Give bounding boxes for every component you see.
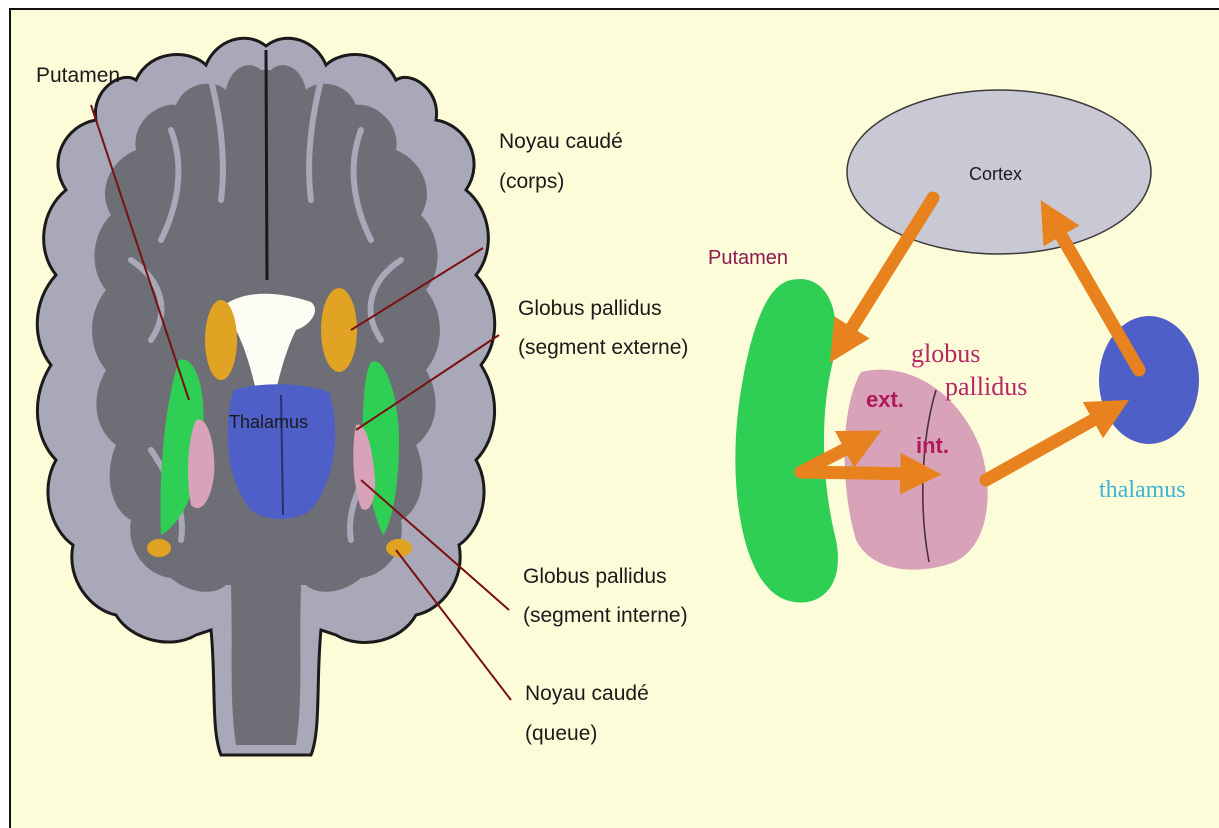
- figure-frame: Putamen Noyau caudé (corps) Globus palli…: [9, 8, 1219, 828]
- label-ext: ext.: [866, 387, 904, 412]
- arrow-thalamus-to-cortex: [1051, 218, 1139, 370]
- arrow-int-to-thalamus: [986, 410, 1111, 480]
- label-int: int.: [916, 433, 949, 458]
- label-noyau-caude-queue: Noyau caudé: [525, 682, 649, 705]
- label-gp-externe: Globus pallidus: [518, 297, 662, 320]
- caudate-tail-left: [147, 539, 171, 557]
- caudate-body-left: [205, 300, 237, 380]
- label-pallidus: pallidus: [945, 372, 1027, 401]
- arrow-putamen-to-int: [801, 472, 921, 474]
- label-noyau-caude-corps-sub: (corps): [499, 170, 564, 193]
- label-putamen-left: Putamen: [36, 64, 120, 87]
- label-cortex: Cortex: [969, 164, 1022, 184]
- label-globus: globus: [911, 339, 980, 368]
- label-noyau-caude-corps: Noyau caudé: [499, 130, 623, 153]
- label-thalamus-left: Thalamus: [229, 412, 308, 432]
- label-noyau-caude-queue-sub: (queue): [525, 722, 597, 745]
- label-putamen-right: Putamen: [708, 247, 788, 269]
- label-gp-interne: Globus pallidus: [523, 565, 667, 588]
- label-gp-interne-sub: (segment interne): [523, 604, 688, 627]
- label-gp-externe-sub: (segment externe): [518, 336, 688, 359]
- basal-ganglia-figure: Putamen Noyau caudé (corps) Globus palli…: [11, 10, 1219, 828]
- putamen-shape: [735, 279, 838, 603]
- label-thalamus-right: thalamus: [1099, 477, 1186, 503]
- coronal-brain-section: [37, 38, 494, 755]
- circuit-diagram: Cortex Putamen ext. int. globus pallidus…: [708, 90, 1199, 603]
